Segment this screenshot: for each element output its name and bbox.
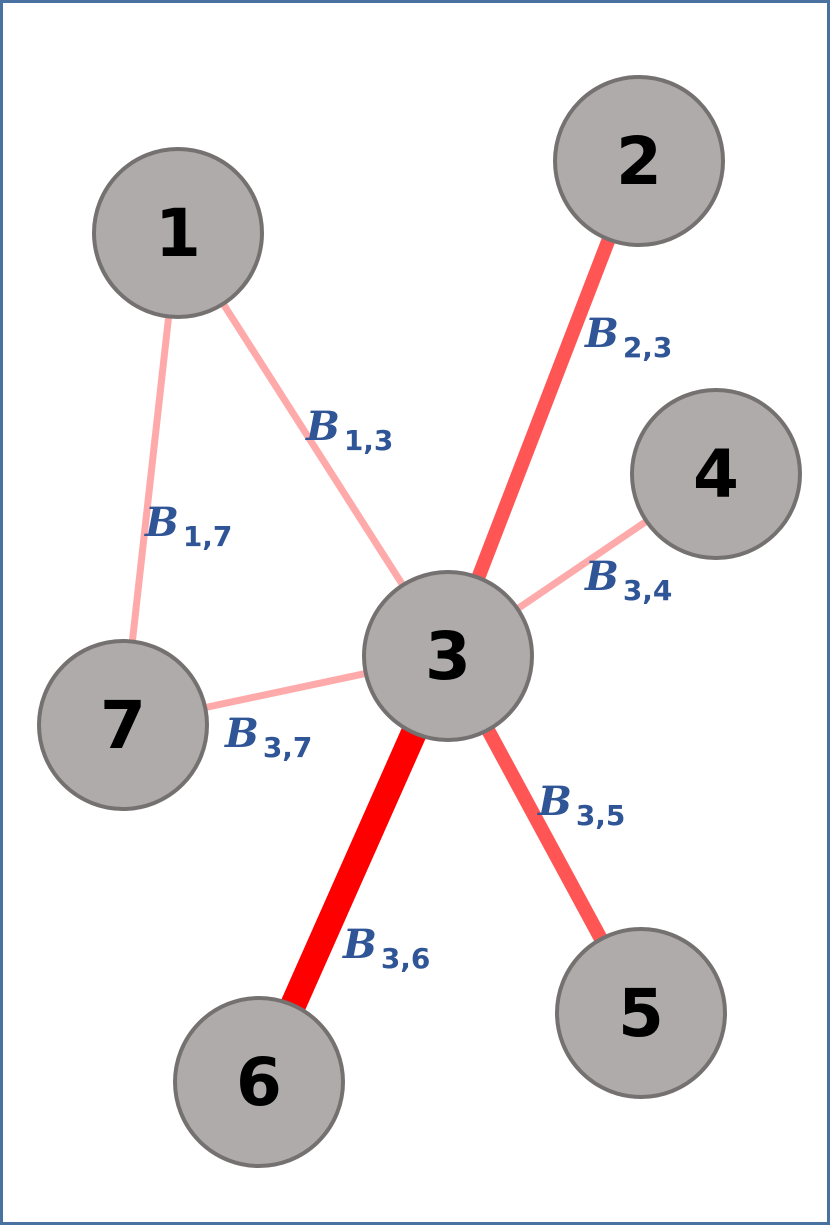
edge-label-subscript: 3,7: [263, 731, 313, 764]
node-circle: [37, 639, 209, 811]
node-circle: [173, 996, 345, 1168]
edge-2-3: [441, 158, 646, 659]
node-label: 1: [155, 195, 201, 272]
edge-label-subscript: 3,6: [381, 942, 431, 975]
node-circle: [362, 570, 534, 742]
edge-label-subscript: 3,5: [576, 799, 626, 832]
node-2: 2: [553, 75, 725, 247]
edge-label-symbol: B: [584, 553, 619, 600]
node-label: 5: [618, 975, 664, 1052]
edge-label-symbol: B: [144, 499, 179, 546]
node-6: 6: [173, 996, 345, 1168]
node-7: 7: [37, 639, 209, 811]
edge-label-symbol: B: [584, 310, 619, 357]
edge-label-symbol: B: [305, 403, 340, 450]
node-label: 2: [616, 123, 662, 200]
node-circle: [555, 927, 727, 1099]
edge-label-subscript: 3,4: [623, 574, 673, 607]
node-5: 5: [555, 927, 727, 1099]
edge-label-symbol: B: [537, 778, 572, 825]
node-label: 4: [693, 436, 739, 513]
nodes-layer: 1 2 3 4 5 6 7: [37, 75, 802, 1168]
edge-label-subscript: 1,3: [344, 424, 394, 457]
node-label: 7: [100, 687, 146, 764]
node-circle: [553, 75, 725, 247]
node-label: 6: [236, 1044, 282, 1121]
node-1: 1: [92, 147, 264, 319]
node-circle: [630, 388, 802, 560]
edge-label-subscript: 2,3: [623, 331, 673, 364]
edge-label-symbol: B: [224, 710, 259, 757]
node-3: 3: [362, 570, 534, 742]
node-label: 3: [425, 618, 471, 695]
edge-label-symbol: B: [342, 921, 377, 968]
node-circle: [92, 147, 264, 319]
node-4: 4: [630, 388, 802, 560]
edge-label-subscript: 1,7: [183, 520, 233, 553]
